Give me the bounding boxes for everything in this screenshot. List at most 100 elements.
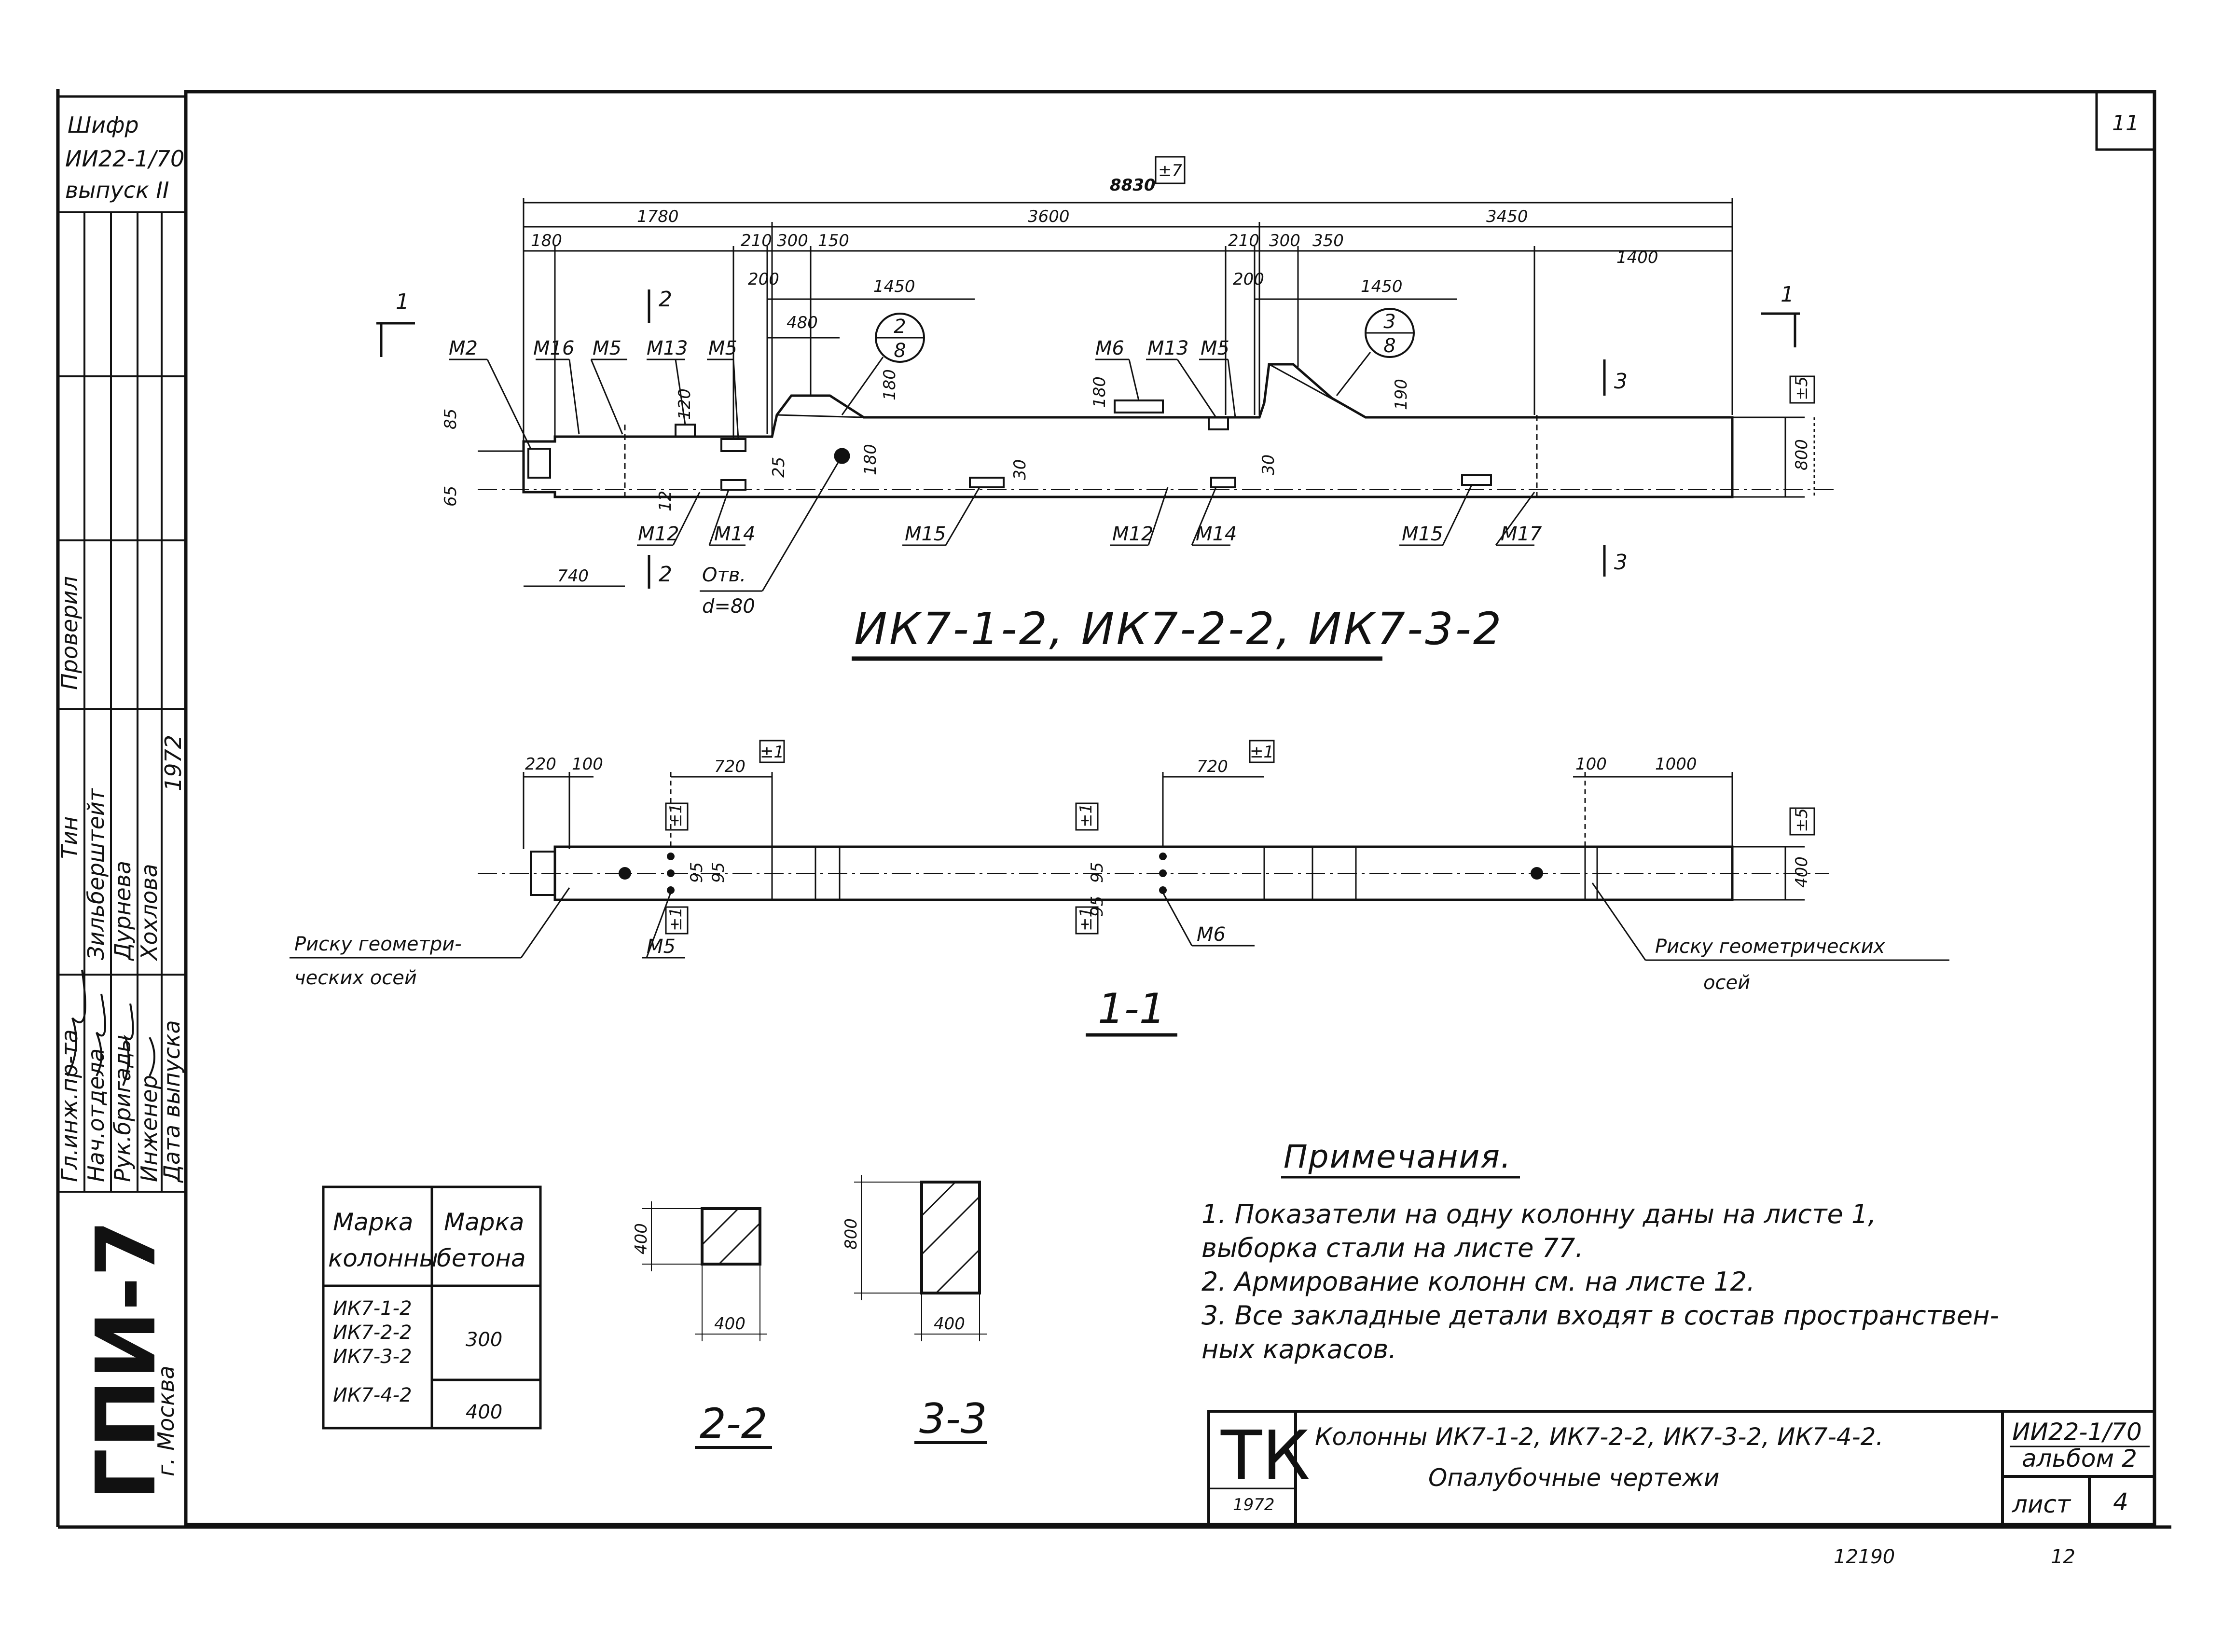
seg-1780: 1780 — [637, 207, 679, 226]
sec22-height: 400 — [632, 1223, 651, 1254]
name-1: Зильберштейт — [83, 788, 109, 960]
tb-code: ИИ22-1/70 — [2012, 1418, 2142, 1446]
dim-180c: 180 — [880, 369, 899, 400]
sec22-title: 2-2 — [700, 1400, 767, 1448]
title-block — [1207, 1410, 2156, 1526]
cipher-label: Шифр — [68, 112, 139, 138]
part-m5c: M5 — [1201, 337, 1229, 359]
sheet-number: 11 — [2112, 111, 2139, 136]
dim-200a: 200 — [748, 270, 779, 289]
part-m17: M17 — [1501, 523, 1542, 545]
tb-album: альбом 2 — [2022, 1445, 2137, 1473]
sec33-height: 800 — [842, 1218, 861, 1250]
note-1a: 1. Показатели на одну колонну даны на ли… — [1201, 1199, 1876, 1229]
cut-2-top: 2 — [659, 287, 672, 312]
elevation-dimensions — [523, 198, 1815, 587]
part-m15a: M15 — [905, 523, 946, 545]
tbl-row1-col-a: ИК7-1-2 — [333, 1297, 412, 1320]
column-elevation — [478, 363, 1834, 502]
elev-tolerance-right: ±5 — [1792, 376, 1811, 400]
part-m2: M2 — [449, 337, 478, 359]
plan-view — [478, 772, 1829, 901]
stamp-roles: Гл.инж.пр-та Нач.отдела Рук.бригады Инже… — [56, 576, 186, 1183]
tb-sheet-label: лист — [2012, 1490, 2071, 1518]
section-2-2 — [642, 1201, 767, 1341]
plan-tol-right: ±5 — [1792, 808, 1811, 832]
note-3a: 3. Все закладные детали входят в состав … — [1201, 1300, 1999, 1331]
plan-tol-2: ±1 — [1250, 743, 1274, 762]
stamp-year: 1972 — [160, 735, 186, 791]
dim-180b: 180 — [861, 444, 880, 475]
role-chief: Гл.инж.пр-та — [56, 1029, 83, 1182]
part-m12b: M12 — [1112, 523, 1153, 545]
cut-markers — [376, 289, 1800, 589]
sheet-number-box: 11 — [2095, 90, 2156, 151]
sheet-frame — [56, 89, 2171, 1529]
tb-year: 1972 — [1233, 1495, 1275, 1514]
dim-1450a: 1450 — [873, 277, 915, 296]
note-3b: ных каркасов. — [1201, 1334, 1396, 1364]
dim-800: 800 — [1792, 439, 1811, 470]
cut-1-left: 1 — [396, 289, 409, 314]
node-callout-2: 3 8 — [1336, 308, 1415, 396]
dim-210b: 210 — [1228, 231, 1259, 250]
section-3-3 — [854, 1175, 987, 1341]
signatures — [67, 969, 155, 1086]
date-label: Дата выпуска — [159, 1020, 185, 1183]
plan-spacing-1: 95 — [687, 862, 706, 883]
plan-dim-1000: 1000 — [1655, 755, 1697, 774]
plan-part-m6: M6 — [1197, 923, 1226, 946]
overall-tol-box: ±7 — [1155, 156, 1186, 184]
plan-part-m5: M5 — [647, 936, 676, 958]
node2-bottom: 8 — [1383, 335, 1395, 357]
dim-12: 12 — [656, 491, 675, 511]
dim-180a: 180 — [1090, 376, 1109, 408]
hole-label: Отв. — [702, 564, 746, 586]
plan-dim-220: 220 — [525, 755, 556, 774]
node-callout-1: 2 8 — [841, 313, 925, 415]
notes-heading: Примечания. — [1284, 1138, 1512, 1175]
sec33-title: 3-3 — [919, 1395, 987, 1443]
part-m5a: M5 — [593, 337, 621, 359]
plan-title: 1-1 — [1098, 985, 1165, 1033]
role-lead: Рук.бригады — [110, 1035, 136, 1182]
tb-sheet-no: 4 — [2113, 1488, 2128, 1516]
tbl-row2-col-a: ИК7-4-2 — [333, 1384, 412, 1406]
checked-label: Проверил — [56, 576, 83, 690]
dim-30b: 30 — [1259, 454, 1278, 475]
dim-190: 190 — [1392, 379, 1411, 410]
elev-tol-right: ±5 — [1789, 375, 1815, 404]
seg-3600: 3600 — [1028, 207, 1070, 226]
leader-right-line1: Риску геометрических — [1655, 936, 1885, 958]
plan-spacing-4: 95 — [1088, 896, 1107, 917]
part-m16: M16 — [533, 337, 574, 359]
dim-120: 120 — [675, 388, 694, 420]
bottom-number-right: 12 — [2051, 1546, 2075, 1568]
part-m14b: M14 — [1196, 523, 1237, 545]
plan-dim-720a: 720 — [714, 757, 746, 776]
cut-2-bottom: 2 — [659, 562, 672, 587]
elevation-leaders — [449, 358, 1535, 592]
part-m13a: M13 — [647, 337, 688, 359]
name-2: Дурнева — [110, 861, 136, 961]
part-m12a: M12 — [638, 523, 679, 545]
dim-300a: 300 — [777, 231, 808, 250]
dim-25: 25 — [769, 457, 788, 478]
part-m15b: M15 — [1402, 523, 1443, 545]
cut-3-bottom: 3 — [1614, 550, 1628, 575]
side-stamp — [58, 211, 186, 1193]
node2-top: 3 — [1383, 311, 1395, 333]
dim-1400: 1400 — [1616, 248, 1658, 267]
bottom-number-left: 12190 — [1834, 1546, 1895, 1568]
name-3: Хохлова — [136, 864, 162, 961]
plan-dim-100a: 100 — [572, 755, 603, 774]
dim-85: 85 — [441, 409, 460, 429]
hole-diameter: d=80 — [702, 595, 755, 618]
plan-dim-100b: 100 — [1575, 755, 1607, 774]
plan-tol-4: ±1 — [666, 907, 686, 931]
tbl-h1-line1: Марка — [333, 1208, 413, 1236]
cut-3-top: 3 — [1614, 369, 1628, 394]
part-m6: M6 — [1095, 337, 1124, 359]
concrete-table — [322, 1185, 542, 1430]
